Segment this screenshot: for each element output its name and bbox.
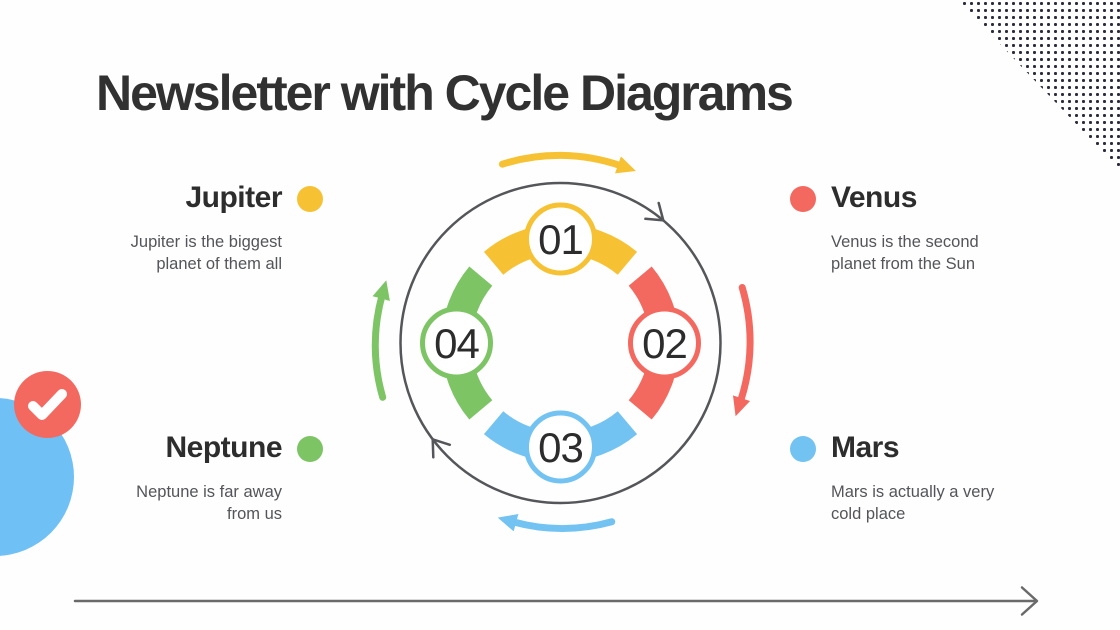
label-mars: Mars Mars is actually a very cold place (790, 430, 994, 525)
label-venus: Venus Venus is the second planet from th… (790, 180, 979, 275)
cycle-arc-green (441, 266, 493, 420)
flow-arrow-top-icon (498, 151, 636, 174)
planet-description-venus: Venus is the second planet from the Sun (831, 233, 979, 273)
planet-description-jupiter: Jupiter is the biggest planet of them al… (130, 233, 282, 273)
cycle-node-01-label: 01 (538, 216, 583, 263)
cycle-node-01 (524, 202, 597, 276)
mars-bullet-dot (790, 436, 816, 462)
check-badge (14, 371, 81, 438)
cycle-node-03 (524, 410, 597, 484)
flow-arrow-right-icon (732, 284, 754, 417)
planet-name-jupiter: Jupiter (185, 181, 282, 214)
cycle-arc-blue (483, 410, 638, 463)
cycle-node-02-label: 02 (642, 320, 687, 367)
check-icon (28, 389, 67, 420)
venus-bullet-dot (790, 186, 816, 212)
outer-cycle-ring (399, 181, 722, 505)
flow-arrow-bottom-icon (497, 514, 616, 532)
cycle-node-04 (420, 306, 493, 380)
label-jupiter: Jupiter Jupiter is the biggest planet of… (131, 180, 323, 275)
planet-name-neptune: Neptune (165, 431, 283, 464)
flow-arrow-left-icon (371, 280, 390, 401)
page-title: Newsletter with Cycle Diagrams (96, 65, 794, 121)
label-neptune-text: Neptune Neptune is far away from us (136, 430, 282, 525)
planet-description-mars: Mars is actually a very cold place (831, 483, 995, 523)
label-jupiter-text: Jupiter Jupiter is the biggest planet of… (130, 180, 283, 275)
neptune-bullet-dot (297, 436, 323, 462)
planet-name-mars: Mars (831, 431, 900, 464)
planet-name-venus: Venus (831, 181, 917, 214)
cycle-arc-yellow (483, 223, 638, 276)
cycle-node-02 (628, 306, 701, 380)
ring-arrowhead-bottom-left-icon (431, 437, 452, 459)
baseline-arrowhead-icon (1020, 586, 1039, 616)
dotted-triangle-decoration (958, 0, 1120, 170)
label-venus-text: Venus Venus is the second planet from th… (831, 180, 979, 275)
label-neptune: Neptune Neptune is far away from us (136, 430, 323, 525)
cycle-arc-red (628, 266, 680, 420)
ring-arrowhead-top-right-icon (644, 201, 665, 222)
planet-description-neptune: Neptune is far away from us (136, 483, 282, 523)
cycle-node-04-label: 04 (434, 320, 479, 367)
label-mars-text: Mars Mars is actually a very cold place (831, 430, 994, 525)
cycle-node-03-label: 03 (538, 424, 583, 471)
jupiter-bullet-dot (297, 186, 323, 212)
